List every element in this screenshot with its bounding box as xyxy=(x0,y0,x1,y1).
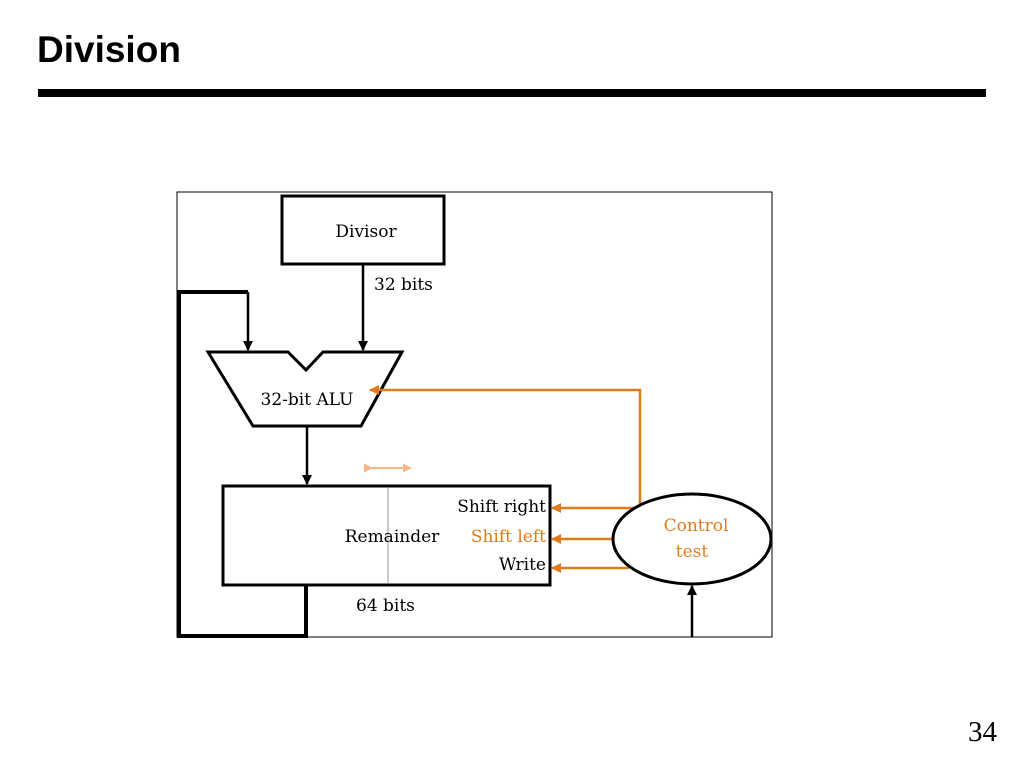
shift-right-label: Shift right xyxy=(457,497,546,517)
control-to-alu-arrow xyxy=(369,385,642,508)
divisor-label: Divisor xyxy=(335,222,397,242)
page-number: 34 xyxy=(968,716,997,748)
feedback-path xyxy=(177,290,308,638)
remainder-width-label: 64 bits xyxy=(356,596,415,616)
alu-shape xyxy=(205,350,405,428)
shift-left-label: Shift left xyxy=(471,527,546,547)
write-label: Write xyxy=(499,555,546,575)
test-label: test xyxy=(676,542,709,562)
divisor-width-label: 32 bits xyxy=(374,275,433,295)
control-test-unit xyxy=(611,492,773,586)
divisor-register xyxy=(280,194,446,266)
remainder-label: Remainder xyxy=(345,527,440,547)
alu-label: 32-bit ALU xyxy=(261,390,354,410)
title-rule xyxy=(38,89,986,97)
slide-title: Division xyxy=(37,29,181,70)
control-label: Control xyxy=(664,516,729,536)
remainder-register xyxy=(221,484,552,587)
